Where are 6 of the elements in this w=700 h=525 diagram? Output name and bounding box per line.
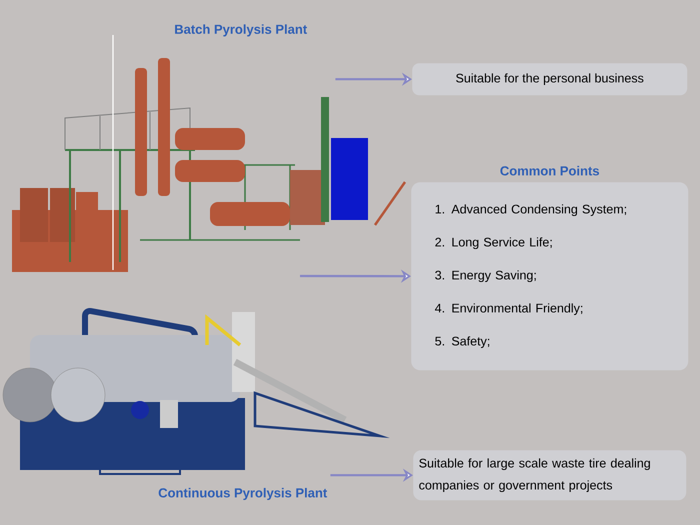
text-box: Suitable for the personal business <box>412 63 688 96</box>
plant-picture: Continuous Pyrolysis Plant <box>158 488 328 500</box>
node-label: Common Points <box>500 166 600 176</box>
plant-picture: Batch Pyrolysis Plant <box>175 24 307 36</box>
text-box: 1. Advanced Condensing System; 2. Long Service Life; 3. Energy Saving; 4. Environmental Friendly; 5. Safety; Common Points <box>411 166 688 370</box>
text-box: Suitable for large scale waste tire dealing companies or government projects <box>413 450 686 500</box>
